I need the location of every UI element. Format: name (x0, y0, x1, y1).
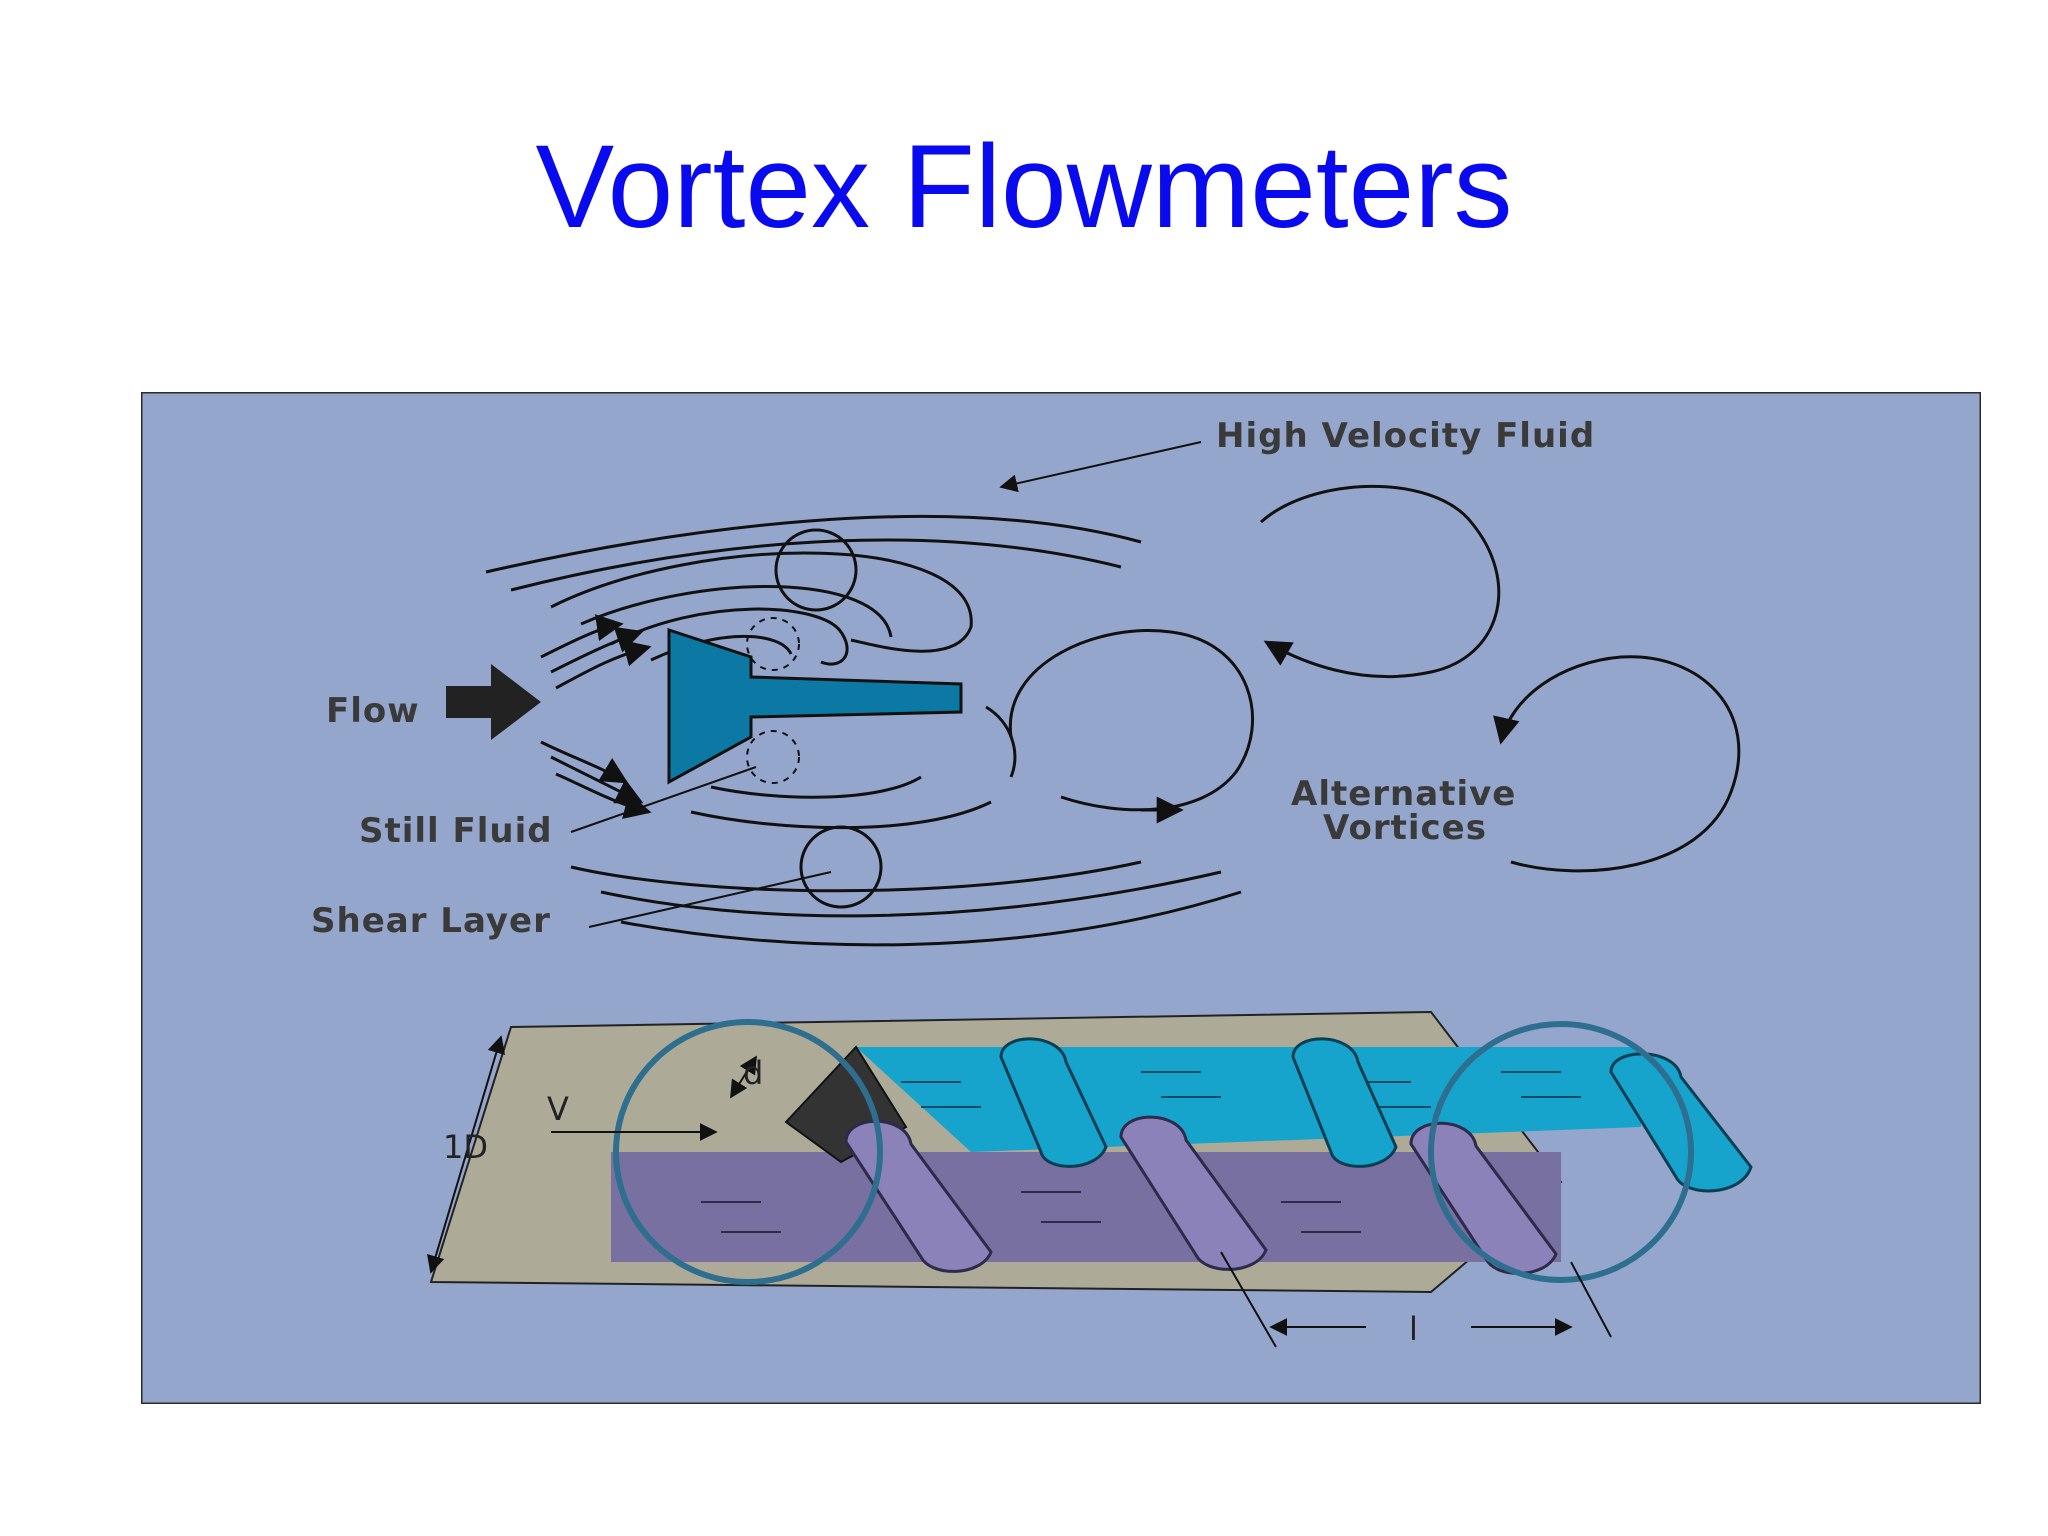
label-vortices: Vortices (1323, 808, 1487, 848)
d-dimension (730, 1055, 757, 1099)
purple-vortex-3 (1409, 1121, 1558, 1275)
slide-title: Vortex Flowmeters (535, 121, 1513, 253)
label-1d: 1D (443, 1128, 488, 1166)
label-flow: Flow (326, 691, 420, 731)
shear-layer-leader (588, 871, 832, 928)
shear-circle-top (774, 528, 858, 612)
high-velocity-leader (999, 441, 1202, 493)
l-right-tick (1570, 1261, 1612, 1338)
pipe-cross-section (426, 1010, 1753, 1348)
shear-circle-bottom (799, 825, 883, 909)
label-high-velocity-fluid: High Velocity Fluid (1216, 416, 1595, 456)
alternative-vortex-lower (1493, 655, 1741, 873)
label-l: l (1409, 1310, 1418, 1348)
purple-vortex-2 (1119, 1115, 1268, 1271)
teal-vortex-3 (1609, 1052, 1753, 1193)
teal-vortex-1 (999, 1037, 1108, 1168)
label-d: d (743, 1054, 763, 1092)
label-alternative: Alternative (1291, 774, 1516, 814)
l-left-tick (1220, 1251, 1277, 1348)
still-fluid-leader (570, 766, 757, 833)
still-fluid-circle-bottom (746, 730, 800, 784)
label-still-fluid: Still Fluid (359, 811, 553, 851)
pipe-ring-left (613, 1019, 883, 1285)
vortex-flowmeter-diagram: High Velocity Fluid Flow Still Fluid She… (141, 392, 1981, 1404)
pipe-ring-right (1428, 1021, 1694, 1283)
teal-vortex-2 (1291, 1037, 1398, 1168)
alternative-vortex-upper (1259, 484, 1501, 679)
flow-arrow-icon (446, 664, 541, 740)
label-shear-layer: Shear Layer (311, 901, 551, 941)
still-fluid-circle-top (746, 617, 800, 671)
label-v: V (547, 1090, 569, 1128)
one-d-dimension (426, 1035, 506, 1274)
bluff-body (667, 627, 963, 785)
purple-fluid-band (611, 1152, 1561, 1262)
